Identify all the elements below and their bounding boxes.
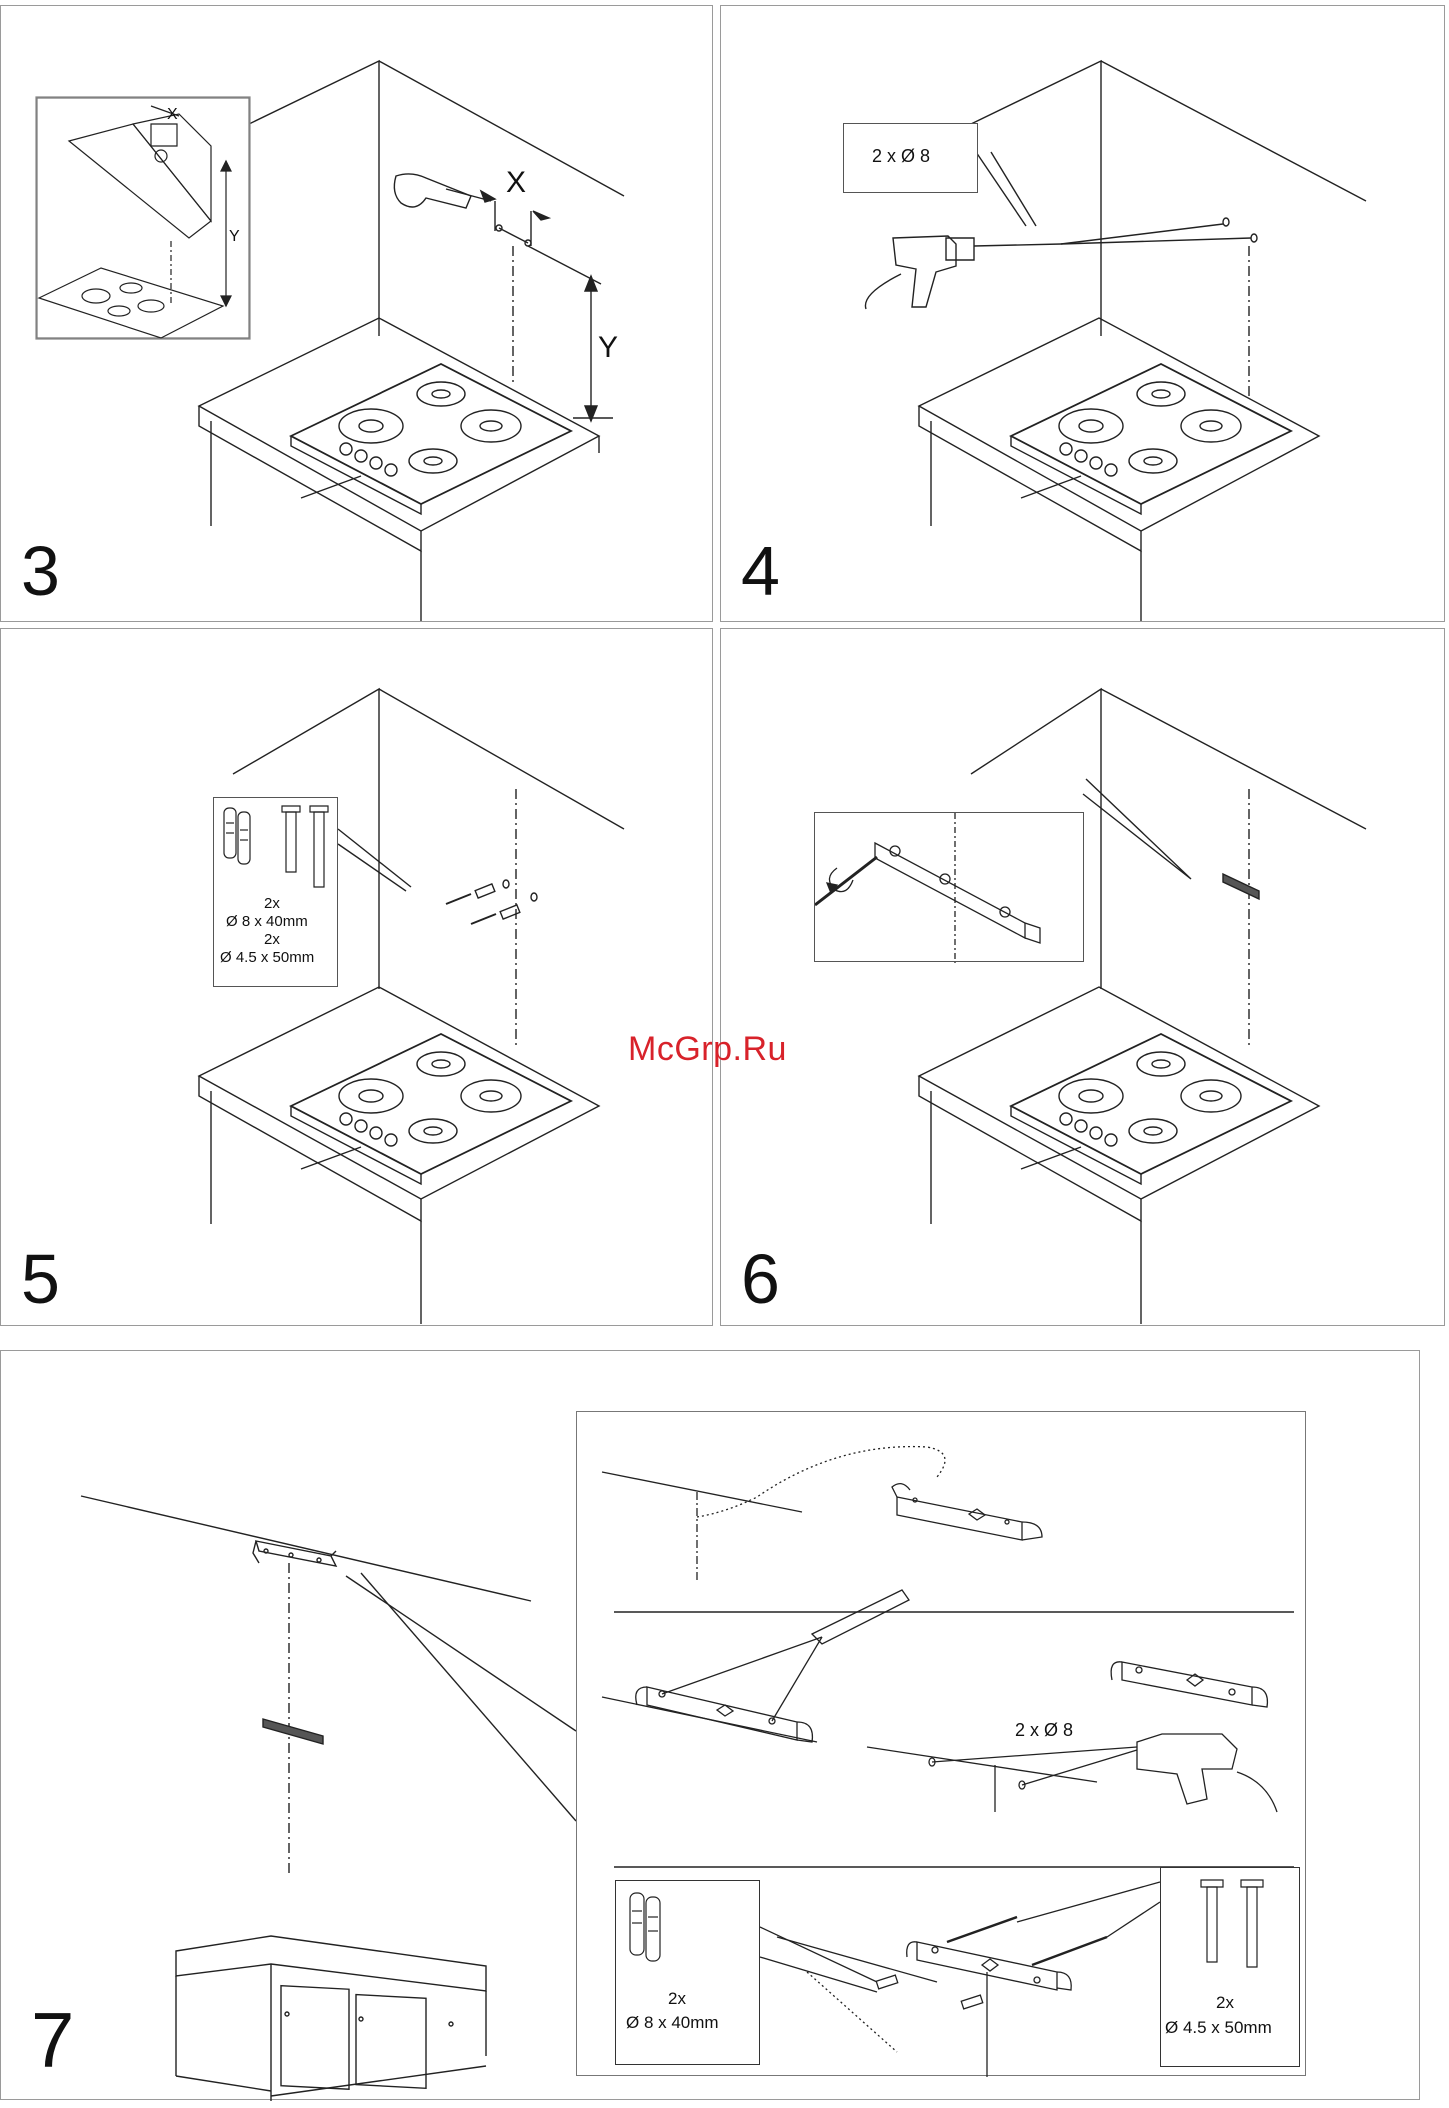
drill [1137,1734,1237,1804]
step-3-panel: X Y X Y 3 [0,5,713,622]
step-3-illustration [1,6,714,623]
step-4-panel: 2 x Ø 8 4 [720,5,1445,622]
bracket-side-view [897,1497,1022,1540]
step-5-illustration [1,629,714,1327]
drill-size-label: 2 x Ø 8 [1015,1720,1073,1741]
step-7-ceiling-illustration [1,1351,601,2101]
counter-top [199,987,599,1199]
bracket-fixing-callout [814,812,1084,962]
hob [1011,364,1291,504]
hob-burner [409,449,457,473]
inset-label-y: Y [229,228,240,246]
screws-quantity: 2x [1216,1993,1234,2013]
step-number: 5 [21,1244,60,1314]
wall-bracket [1223,874,1259,899]
screwdriver-bracket-icon [815,813,1085,963]
screw [471,914,496,924]
ceiling-line [81,1496,531,1601]
inset-hood-over-hob [37,98,249,338]
inset-label-x: X [167,106,178,124]
screws-icon [1161,1868,1301,1988]
screws-quantity: 2x [264,931,280,948]
step-5-panel: 2x Ø 8 x 40mm 2x Ø 4.5 x 50mm 5 [0,628,713,1326]
wall-cabinet [176,1936,486,1991]
screw [446,894,471,904]
step-number: 7 [31,2001,74,2079]
wall-outline [971,61,1101,336]
pencil [812,1590,909,1644]
hob-burner [461,410,521,442]
plugs-quantity: 2x [264,895,280,912]
step-number: 6 [741,1244,780,1314]
drill-size-callout: 2 x Ø 8 [843,123,978,193]
plugs-icon [616,1881,761,1981]
hob [1011,1034,1291,1174]
step-number: 4 [741,536,780,606]
screw [947,1917,1017,1942]
plugs-and-screws-icon [214,798,339,893]
watermark: McGrp.Ru [628,1030,787,1069]
hob-burner [417,382,465,406]
counter-top [919,318,1319,531]
wall-bracket [263,1719,323,1744]
drill-size-label: 2 x Ø 8 [872,146,930,167]
step-7-detail-box: 2x Ø 8 x 40mm 2x Ø 4.5 x 50mm 2 x Ø 8 [576,1411,1306,2076]
hand-with-pencil [394,174,471,208]
plugs-size: Ø 8 x 40mm [226,913,308,930]
step-6-panel: 6 [720,628,1445,1326]
screw [1032,1937,1107,1965]
wall-plug [500,905,520,919]
step-number: 3 [21,536,60,606]
plugs-callout: 2x Ø 8 x 40mm [615,1880,760,2065]
step-6-illustration [721,629,1446,1327]
screws-callout: 2x Ø 4.5 x 50mm [1160,1867,1300,2067]
counter-top [199,318,599,531]
plugs-quantity: 2x [668,1989,686,2009]
wall-outline [249,61,379,336]
step-7-panel: 2x Ø 8 x 40mm 2x Ø 4.5 x 50mm 2 x Ø 8 7 [0,1350,1420,2100]
wall-plug [961,1995,982,2009]
step-4-illustration [721,6,1446,623]
hob-burner [339,409,403,443]
hob [291,1034,571,1174]
plugs-size: Ø 8 x 40mm [626,2013,719,2033]
screws-size: Ø 4.5 x 50mm [1165,2018,1272,2038]
hob [291,364,571,504]
counter-top [919,987,1319,1199]
dimension-label-y: Y [598,331,618,365]
dimension-label-x: X [506,166,526,200]
screws-size: Ø 4.5 x 50mm [220,949,314,966]
wall-plug [475,884,495,898]
ceiling-bracket [256,1541,336,1566]
fixings-callout: 2x Ø 8 x 40mm 2x Ø 4.5 x 50mm [213,797,338,987]
wall-plug [876,1975,897,1989]
